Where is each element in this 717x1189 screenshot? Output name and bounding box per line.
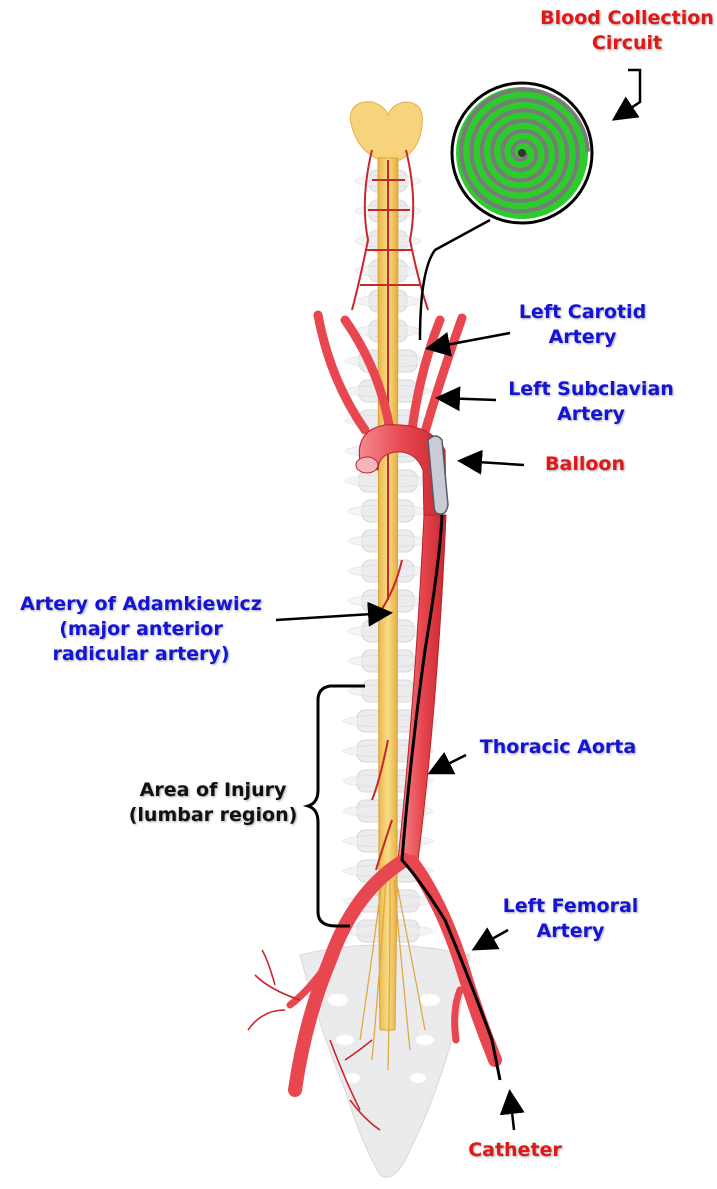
label-catheter: Catheter: [455, 1138, 575, 1163]
label-thoracic-aorta: Thoracic Aorta: [468, 735, 648, 760]
circuit-line: [420, 220, 490, 340]
label-artery-of-adamkiewicz: Artery of Adamkiewicz (major anterior ra…: [6, 592, 276, 667]
label-left-subclavian-artery: Left Subclavian Artery: [496, 377, 686, 427]
label-balloon: Balloon: [530, 452, 640, 477]
brainstem: [350, 102, 422, 160]
blood-collection-coil: [452, 83, 592, 223]
label-left-carotid-artery: Left Carotid Artery: [500, 300, 665, 350]
label-area-of-injury: Area of Injury (lumbar region): [118, 778, 308, 828]
label-left-femoral-artery: Left Femoral Artery: [488, 894, 653, 944]
label-blood-collection-circuit: Blood Collection Circuit: [536, 6, 717, 56]
